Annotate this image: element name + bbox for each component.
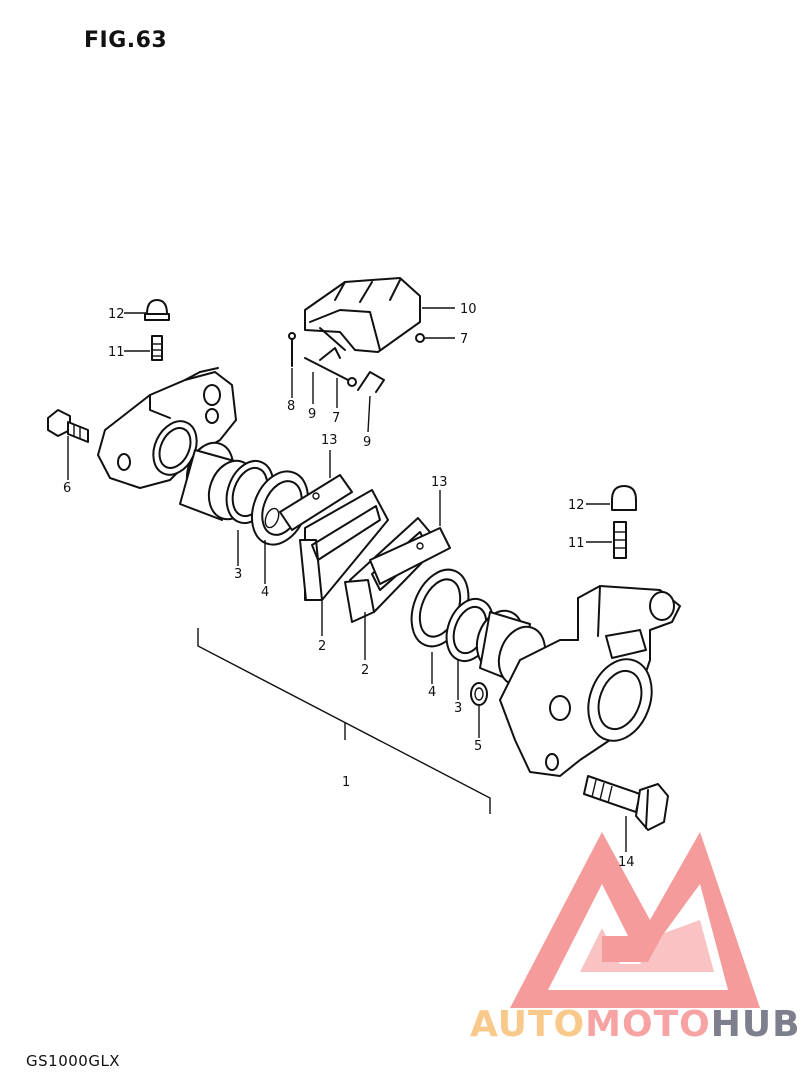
right-caliper-body xyxy=(499,585,681,777)
pad-pin-7 xyxy=(304,333,425,387)
right-pad-shim xyxy=(369,527,451,585)
callout-9-lower: 9 xyxy=(363,435,371,450)
left-pad-shim xyxy=(279,474,353,531)
callout-14: 14 xyxy=(618,855,635,870)
callout-5: 5 xyxy=(474,739,482,754)
callout-labels: 12 11 6 10 7 8 9 7 9 13 13 3 4 2 2 12 11… xyxy=(63,302,635,870)
callout-10: 10 xyxy=(460,302,477,317)
callout-2-left: 2 xyxy=(318,639,326,654)
callout-2-right: 2 xyxy=(361,663,369,678)
callout-12-left: 12 xyxy=(108,307,125,322)
callout-3-right: 3 xyxy=(454,701,462,716)
callout-4-right: 4 xyxy=(428,685,436,700)
left-bleeder-cap xyxy=(144,299,170,321)
callout-13-right: 13 xyxy=(431,475,448,490)
callout-9-upper: 9 xyxy=(308,407,316,422)
callout-6: 6 xyxy=(63,481,71,496)
pad-spring xyxy=(304,277,421,353)
watermark-moto: MOTO xyxy=(585,1004,711,1045)
right-bleeder-cap xyxy=(611,485,637,511)
callout-7-left: 7 xyxy=(332,411,340,426)
watermark-auto: AUTO xyxy=(470,1004,586,1045)
watermark-wordmark: AUTOMOTOHUB xyxy=(470,1004,800,1045)
left-bleeder-screw xyxy=(151,335,163,361)
callout-13-left: 13 xyxy=(321,433,338,448)
left-caliper-body xyxy=(97,367,237,489)
callout-1: 1 xyxy=(342,775,350,790)
leader-lines xyxy=(67,307,627,852)
caliper-bolt-6 xyxy=(47,409,89,443)
callout-3-left: 3 xyxy=(234,567,242,582)
right-bleeder-screw xyxy=(613,521,627,559)
callout-4-left: 4 xyxy=(261,585,269,600)
model-code: GS1000GLX xyxy=(26,1052,121,1070)
assembly-bracket xyxy=(197,628,491,814)
watermark-logo xyxy=(510,832,760,1008)
callout-11-left: 11 xyxy=(108,345,125,360)
watermark-hub: HUB xyxy=(710,1004,800,1045)
callout-7-right: 7 xyxy=(460,332,468,347)
callout-8: 8 xyxy=(287,399,295,414)
pin-clips-9 xyxy=(319,347,385,393)
pin-clip-8 xyxy=(288,332,296,367)
figure-title: FIG.63 xyxy=(84,28,168,53)
caliper-bolt-14 xyxy=(583,775,669,831)
callout-12-right: 12 xyxy=(568,498,585,513)
callout-11-right: 11 xyxy=(568,536,585,551)
left-brake-pad xyxy=(299,489,389,601)
o-ring-5 xyxy=(470,682,488,706)
